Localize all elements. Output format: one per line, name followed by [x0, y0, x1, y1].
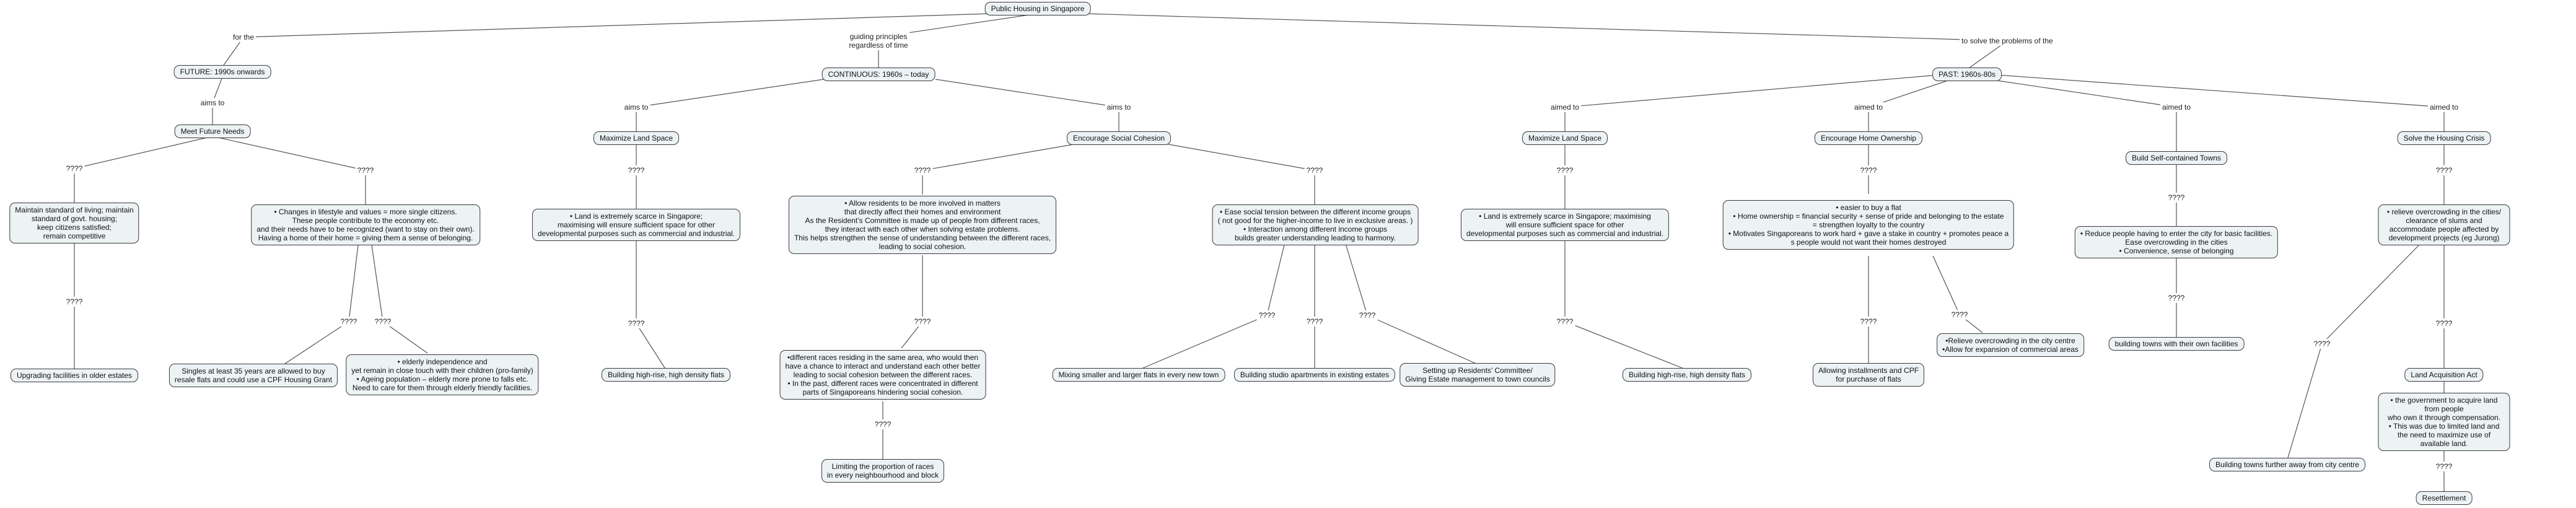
- link-label-unknown: ????: [372, 317, 393, 326]
- elderly-needs-node[interactable]: • elderly independence and yet remain in…: [346, 354, 539, 395]
- limiting-races-node[interactable]: Limiting the proportion of races in ever…: [821, 459, 945, 483]
- connector-line: [222, 37, 244, 68]
- link-label-unknown: ????: [2311, 339, 2333, 349]
- connector-line: [1367, 315, 1478, 365]
- studio-apartments-node[interactable]: Building studio apartments in existing e…: [1233, 368, 1396, 382]
- continuous-node[interactable]: CONTINUOUS: 1960s – today: [821, 68, 935, 81]
- connector-line: [371, 245, 383, 322]
- link-label-unknown: ????: [64, 164, 85, 173]
- residents-committee-node[interactable]: Setting up Residents’ Committee/ Giving …: [1400, 363, 1556, 387]
- land-scarce-continuous-node[interactable]: • Land is extremely scarce in Singapore;…: [532, 209, 741, 241]
- different-races-node[interactable]: •different races residing in the same ar…: [779, 350, 986, 400]
- housing-crisis-node[interactable]: Solve the Housing Crisis: [2397, 131, 2491, 145]
- link-label-aims-to: aims to: [1105, 102, 1133, 112]
- connector-line: [1084, 13, 2008, 42]
- meet-future-needs-node[interactable]: Meet Future Needs: [174, 125, 251, 138]
- link-label-unknown: ????: [912, 317, 933, 326]
- link-label-unknown: ????: [626, 165, 647, 175]
- connector-line: [2321, 238, 2426, 344]
- past-node[interactable]: PAST: 1960s-80s: [1932, 68, 2002, 81]
- reduce-city-trips-node[interactable]: • Reduce people having to enter the city…: [2074, 226, 2279, 258]
- resettlement-node[interactable]: Resettlement: [2416, 491, 2473, 505]
- govt-acquire-land-node[interactable]: • the government to acquire land from pe…: [2378, 393, 2510, 451]
- link-label-aimed-to: aimed to: [1548, 102, 1582, 112]
- link-label-unknown: ????: [1256, 310, 1277, 320]
- link-label-unknown: ????: [64, 297, 85, 307]
- connector-line: [243, 13, 992, 38]
- link-label-unknown: ????: [912, 165, 933, 175]
- link-label-unknown: ????: [338, 317, 359, 326]
- resident-involvement-node[interactable]: • Allow residents to be more involved in…: [788, 196, 1057, 254]
- link-label-aimed-to: aimed to: [1852, 102, 1885, 112]
- connector-line: [636, 323, 667, 370]
- relieve-slums-node[interactable]: • relieve overcrowding in the cities/ cl…: [2378, 204, 2510, 245]
- highrise-continuous-node[interactable]: Building high-rise, high density flats: [601, 368, 731, 382]
- link-label-aimed-to: aimed to: [2160, 102, 2193, 112]
- link-label-unknown: ????: [1304, 317, 1325, 326]
- link-label-unknown: ????: [1357, 310, 1378, 320]
- towns-own-facilities-node[interactable]: building towns with their own facilities: [2108, 337, 2245, 351]
- connector-line: [1564, 74, 1946, 108]
- relieve-city-node[interactable]: •Relieve overcrowding in the city centre…: [1937, 333, 2084, 357]
- connector-line: [74, 136, 213, 169]
- link-label-unknown: ????: [1304, 165, 1325, 175]
- link-label-guiding-principles: guiding principles regardless of time: [847, 32, 910, 50]
- link-label-unknown: ????: [2434, 318, 2455, 328]
- connector-line: [1564, 321, 1688, 370]
- connector-line: [1344, 239, 1368, 316]
- towns-away-node[interactable]: Building towns further away from city ce…: [2209, 458, 2366, 471]
- connector-line: [1988, 74, 2445, 108]
- link-label-unknown: ????: [1554, 317, 1575, 326]
- link-label-for-the: for the: [230, 32, 256, 42]
- ease-tension-node[interactable]: • Ease social tension between the differ…: [1212, 204, 1419, 245]
- link-label-unknown: ????: [626, 318, 647, 328]
- connector-line: [1138, 315, 1268, 370]
- future-node[interactable]: FUTURE: 1990s onwards: [173, 65, 271, 79]
- link-label-unknown: ????: [2166, 193, 2187, 203]
- root-node[interactable]: Public Housing in Singapore: [984, 2, 1091, 15]
- land-acquisition-act-node[interactable]: Land Acquisition Act: [2404, 368, 2484, 382]
- maintain-standard-node[interactable]: Maintain standard of living; maintain st…: [9, 203, 139, 243]
- land-scarce-past-node[interactable]: • Land is extremely scarce in Singapore;…: [1460, 209, 1670, 241]
- link-label-unknown: ????: [2434, 165, 2455, 175]
- link-label-unknown: ????: [1554, 165, 1575, 175]
- connector-line: [348, 245, 359, 322]
- upgrading-facilities-node[interactable]: Upgrading facilities in older estates: [10, 369, 139, 382]
- link-label-aimed-to: aimed to: [2427, 102, 2461, 112]
- link-label-aims-to: aims to: [198, 98, 227, 108]
- highrise-past-node[interactable]: Building high-rise, high density flats: [1622, 368, 1752, 382]
- maximize-land-continuous-node[interactable]: Maximize Land Space: [593, 131, 680, 145]
- link-label-to-solve: to solve the problems of the: [1960, 36, 2055, 46]
- connector-line: [382, 321, 428, 354]
- connector-line: [284, 321, 349, 364]
- singles-flats-node[interactable]: Singles at least 35 years are allowed to…: [169, 364, 338, 387]
- connector-line: [1932, 255, 1960, 315]
- installments-cpf-node[interactable]: Allowing installments and CPF for purcha…: [1812, 363, 1925, 387]
- connector-line: [922, 142, 1082, 171]
- self-contained-towns-node[interactable]: Build Self-contained Towns: [2126, 151, 2227, 165]
- connector-line: [2287, 343, 2323, 460]
- link-label-aims-to: aims to: [622, 102, 651, 112]
- connector-line: [935, 79, 1119, 108]
- link-label-unknown: ????: [1949, 310, 1970, 320]
- mixing-flats-node[interactable]: Mixing smaller and larger flats in every…: [1052, 368, 1225, 382]
- maximize-land-past-node[interactable]: Maximize Land Space: [1522, 131, 1608, 145]
- home-ownership-node[interactable]: Encourage Home Ownership: [1814, 131, 1923, 145]
- connector-line: [212, 136, 366, 171]
- connector-line: [1161, 142, 1315, 171]
- connector-line: [1266, 239, 1286, 316]
- link-label-unknown: ????: [872, 419, 893, 429]
- link-label-unknown: ????: [1858, 165, 1879, 175]
- link-label-unknown: ????: [2434, 462, 2455, 471]
- easier-to-buy-node[interactable]: • easier to buy a flat • Home ownership …: [1722, 200, 2015, 250]
- link-label-unknown: ????: [1858, 317, 1879, 326]
- lifestyle-changes-node[interactable]: • Changes in lifestyle and values = more…: [251, 204, 480, 245]
- social-cohesion-node[interactable]: Encourage Social Cohesion: [1066, 131, 1172, 145]
- link-label-unknown: ????: [2166, 293, 2187, 303]
- connector-line: [1988, 79, 2177, 108]
- link-label-unknown: ????: [355, 165, 376, 175]
- connector-line: [636, 79, 825, 108]
